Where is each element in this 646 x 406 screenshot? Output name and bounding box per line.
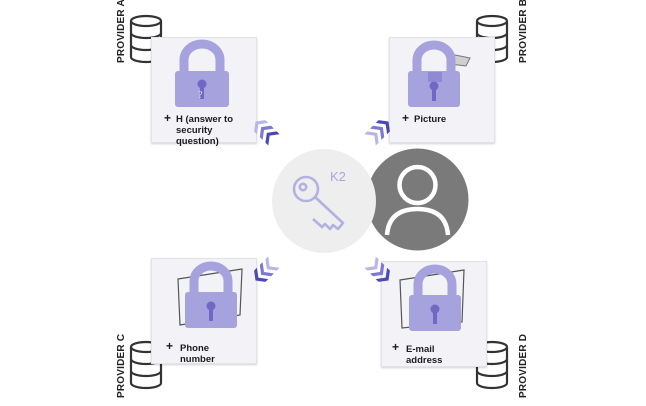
plus-sign: + [402, 111, 410, 125]
lock-icon: ? [175, 39, 229, 107]
key-label: K2 [330, 169, 346, 184]
card-c-caption-line1: Phone [180, 343, 210, 354]
plus-sign: + [392, 340, 400, 354]
card-d-caption-line2: address [406, 355, 443, 366]
card-c-caption-line2: number [180, 354, 215, 365]
arrow-to-provider-c [254, 256, 280, 282]
card-d-caption-line1: E-mail [406, 344, 435, 355]
svg-text:?: ? [198, 90, 203, 101]
key-icon [272, 149, 376, 253]
card-provider-b: + Picture [389, 37, 495, 143]
provider-c-label: PROVIDER C [116, 333, 127, 398]
user-icon [366, 148, 469, 251]
lock-icon [399, 264, 465, 331]
arrow-to-provider-a [254, 120, 280, 146]
lock-icon [177, 261, 243, 328]
card-provider-a: ? + H (answer to security question) [151, 37, 257, 147]
provider-d-label: PROVIDER D [518, 333, 529, 398]
card-a-caption-line2: security question) [176, 125, 219, 147]
provider-b-label: PROVIDER B [518, 0, 529, 63]
lock-icon [408, 40, 471, 107]
plus-sign: + [164, 111, 172, 125]
plus-sign: + [166, 339, 174, 353]
card-b-caption-line1: Picture [414, 114, 447, 125]
card-a-caption-line1: H (answer to [176, 114, 234, 125]
card-provider-c: + Phone number [151, 258, 257, 365]
arrow-to-provider-b [364, 120, 390, 146]
arrow-to-provider-d [364, 256, 390, 282]
card-provider-d: + E-mail address [381, 261, 487, 367]
provider-a-label: PROVIDER A [116, 0, 127, 63]
